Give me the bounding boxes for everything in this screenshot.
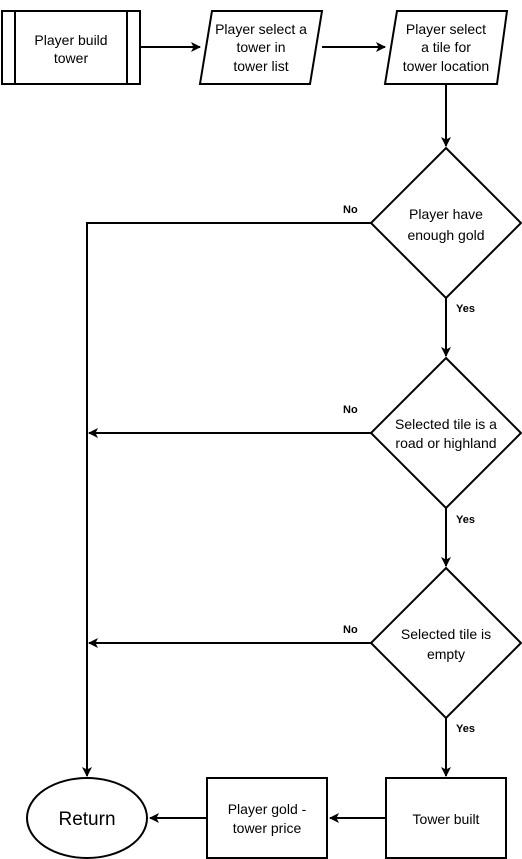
label-empty-yes: Yes xyxy=(456,723,475,735)
node-road-highland-line-1: Selected tile is a xyxy=(395,416,497,432)
node-select-tower: Player select a tower in tower list xyxy=(198,10,324,85)
label-gold-no: No xyxy=(343,204,358,216)
node-select-tile-line-2: a tile for xyxy=(421,39,471,55)
node-select-tile-line-1: Player select xyxy=(406,21,486,37)
node-tower-built: Tower built xyxy=(385,777,507,859)
node-build-tower-line-1: Player build xyxy=(34,32,107,48)
node-enough-gold: Player have enough gold xyxy=(369,146,522,300)
node-select-tower-line-1: Player select a xyxy=(215,21,307,37)
label-gold-yes: Yes xyxy=(456,303,475,315)
node-road-highland-line-2: road or highland xyxy=(395,435,496,451)
node-select-tile: Player select a tile for tower location xyxy=(383,10,509,85)
node-gold-minus: Player gold - tower price xyxy=(206,777,328,859)
edges xyxy=(82,42,451,823)
label-empty-no: No xyxy=(343,624,358,636)
label-road-yes: Yes xyxy=(456,514,475,526)
label-road-no: No xyxy=(343,404,358,416)
node-enough-gold-line-2: enough gold xyxy=(407,227,484,243)
edge-gold-no xyxy=(82,222,371,777)
node-enough-gold-line-1: Player have xyxy=(409,206,483,222)
node-tower-built-line-1: Tower built xyxy=(413,811,480,827)
node-return-line-1: Return xyxy=(58,809,115,830)
node-select-tower-line-2: tower in xyxy=(236,39,285,55)
node-road-highland: Selected tile is a road or highland xyxy=(369,356,522,510)
node-gold-minus-line-2: tower price xyxy=(233,820,302,836)
node-tile-empty: Selected tile is empty xyxy=(369,566,522,720)
node-build-tower-line-2: tower xyxy=(54,50,89,66)
node-tile-empty-line-2: empty xyxy=(427,646,465,662)
node-tile-empty-line-1: Selected tile is xyxy=(401,626,491,642)
node-gold-minus-line-1: Player gold - xyxy=(228,801,307,817)
node-return: Return xyxy=(26,777,148,859)
node-select-tile-line-3: tower location xyxy=(403,58,489,74)
node-build-tower: Player build tower xyxy=(1,10,141,85)
node-select-tower-line-3: tower list xyxy=(233,58,288,74)
